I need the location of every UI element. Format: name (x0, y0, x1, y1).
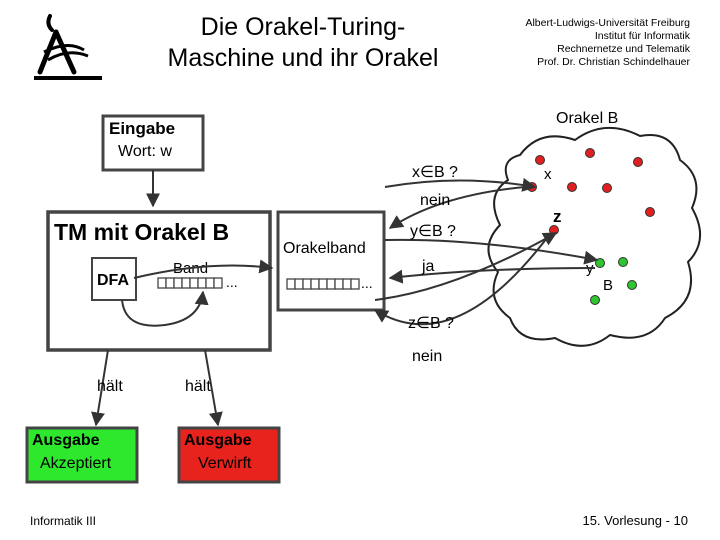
oracle-b-label: B (603, 277, 613, 294)
institution-line: Institut für Informatik (594, 30, 690, 42)
tm-title: TM mit Orakel B (54, 219, 229, 245)
arrow-answer-x (388, 186, 526, 229)
arrow-dfa-to-band (121, 290, 209, 327)
slide-title: Die Orakel-Turing- Maschine und ihr Orak… (128, 12, 478, 74)
query-x: x∈B ? (412, 164, 458, 181)
halt-right-label: hält (185, 378, 211, 395)
arrow-query-x (384, 177, 537, 192)
arrow-dfa-to-oracle-tape (133, 259, 274, 279)
oracle-z-label: z (553, 207, 562, 226)
arrow-query-y (384, 238, 599, 265)
institution-line: Albert-Ludwigs-Universität Freiburg (525, 17, 690, 29)
answer-x: nein (420, 192, 450, 209)
dfa-label: DFA (97, 272, 129, 289)
arrow-answer-z (373, 233, 551, 326)
answer-z: nein (412, 348, 442, 365)
halt-left-label: hält (97, 378, 123, 395)
oracle-cloud: Orakel B x z y B (487, 110, 701, 347)
university-logo (34, 14, 102, 80)
work-tape (157, 277, 223, 289)
input-title: Eingabe (109, 119, 175, 138)
output-accept-value: Akzeptiert (40, 455, 112, 472)
answer-y: ja (421, 258, 435, 275)
oracle-tape-label: Orakelband (283, 240, 366, 257)
output-reject-value: Verwirft (198, 455, 252, 472)
tm-box: TM mit Orakel B DFA Band ... (46, 210, 272, 352)
oracle-tape (286, 278, 360, 290)
input-value: Wort: w (118, 143, 172, 160)
oracle-title: Orakel B (556, 110, 618, 127)
arrow-query-z (374, 232, 558, 301)
output-reject-title: Ausgabe (184, 432, 252, 449)
oracle-tm-diagram: Eingabe Wort: w TM mit Orakel B DFA Band… (25, 110, 701, 484)
output-reject-box: Ausgabe Verwirft (177, 426, 281, 484)
arrow-halt-reject (204, 349, 223, 427)
institution-line: Prof. Dr. Christian Schindelhauer (537, 56, 690, 68)
query-y: y∈B ? (410, 223, 456, 240)
footer-course: Informatik III (30, 514, 97, 528)
footer-lecture: 15. Vorlesung - 10 (582, 513, 688, 528)
output-accept-box: Ausgabe Akzeptiert (25, 426, 139, 484)
input-box: Eingabe Wort: w (101, 114, 205, 172)
output-accept-title: Ausgabe (32, 432, 100, 449)
oracle-x-label: x (544, 166, 552, 183)
title-line-1: Die Orakel-Turing- (200, 13, 406, 41)
oracle-tape-ellipsis: ... (361, 275, 373, 291)
query-z: z∈B ? (408, 315, 454, 332)
title-line-2: Maschine und ihr Orakel (167, 44, 439, 72)
arrow-answer-y (388, 267, 596, 284)
institution-line: Rechnernetze und Telematik (557, 43, 690, 55)
arrow-halt-accept (91, 349, 109, 427)
tape-ellipsis: ... (226, 274, 238, 290)
institution-block: Albert-Ludwigs-Universität Freiburg Inst… (486, 17, 690, 69)
oracle-tape-box: Orakelband ... (276, 210, 386, 312)
